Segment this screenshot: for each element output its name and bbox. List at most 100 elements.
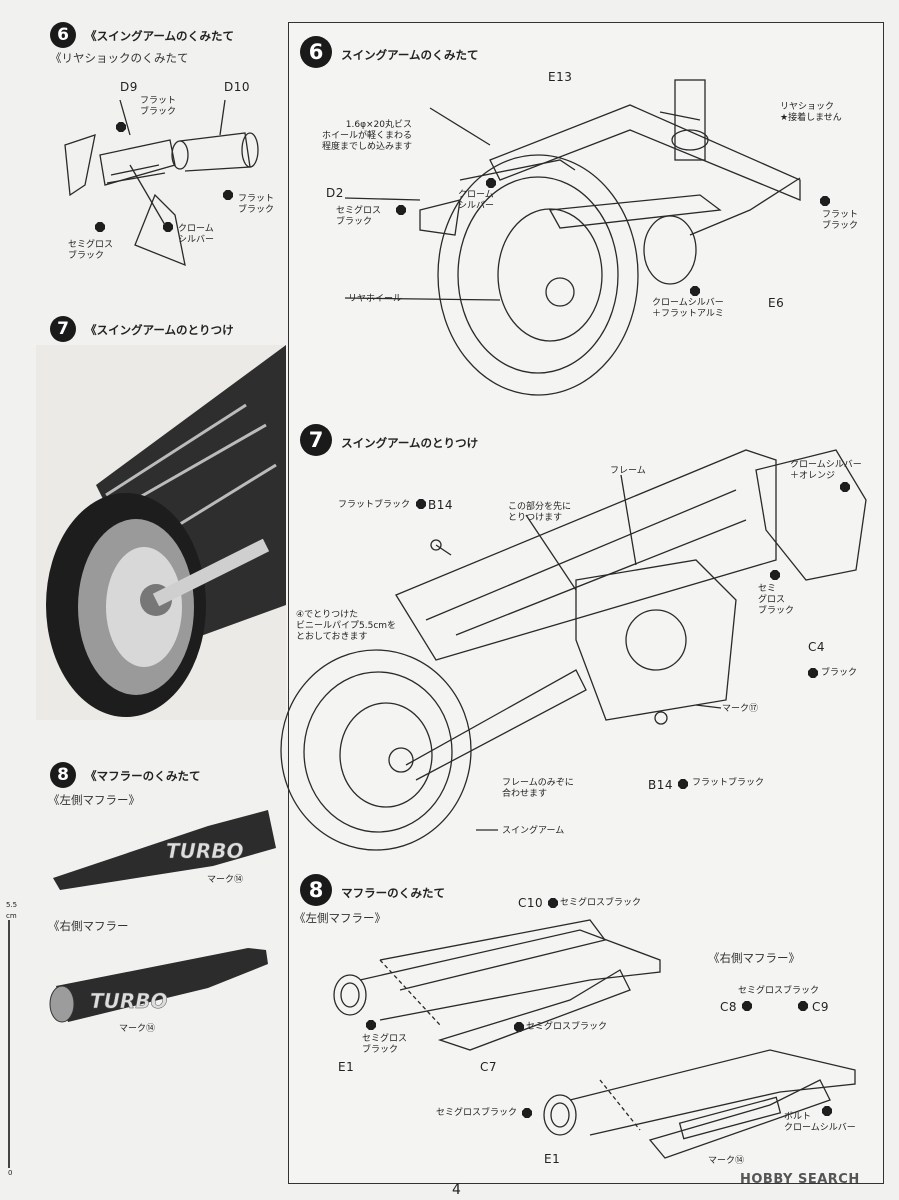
b14-top-color: フラットブラック bbox=[338, 500, 411, 510]
muffler-turbo-text-a: TURBO bbox=[166, 839, 244, 863]
panel-step6-header: 6 スイングアームのくみたて bbox=[300, 36, 479, 68]
panel-step6-number: 6 bbox=[300, 36, 332, 68]
left-step6-title: 《スイングアームのくみたて bbox=[85, 29, 235, 43]
paint-swatch bbox=[116, 122, 126, 132]
part-e6-label: E6 bbox=[768, 296, 785, 310]
paint-swatch bbox=[548, 898, 558, 908]
swing-arm-photo bbox=[36, 345, 286, 720]
paint-swatch bbox=[486, 178, 496, 188]
b14-bottom-color: フラットブラック bbox=[692, 778, 765, 788]
part-c9-label: C9 bbox=[812, 1000, 830, 1014]
e1-color-label: セミグロス ブラック bbox=[362, 1034, 408, 1055]
ruler-line bbox=[8, 920, 10, 1168]
panel-step7-number: 7 bbox=[300, 424, 332, 456]
screw-note: 1.6φ×20丸ビス ホイールが軽くまわる 程度までしめ込みます bbox=[322, 120, 413, 152]
paint-swatch bbox=[690, 286, 700, 296]
paint-swatch bbox=[366, 1020, 376, 1030]
panel-step8-number: 8 bbox=[300, 874, 332, 906]
left-step6-subtitle: 《リヤショックのくみたて bbox=[50, 51, 189, 65]
label-chrome-silver-a: クローム シルバー bbox=[178, 224, 215, 245]
frame-label: フレーム bbox=[610, 466, 646, 476]
ruler-zero: 0 bbox=[8, 1169, 13, 1177]
paint-swatch bbox=[416, 499, 426, 509]
left-step7-title: 《スイングアームのとりつけ bbox=[85, 323, 234, 337]
part-b14-bottom-label: B14 bbox=[648, 778, 674, 792]
left-step8-header: 8 《マフラーのくみたて bbox=[50, 762, 201, 788]
panel-step8-header: 8 マフラーのくみたて bbox=[300, 874, 445, 906]
part-c7-label: C7 bbox=[480, 1060, 498, 1074]
label-semigloss-black-a: セミグロス ブラック bbox=[68, 240, 114, 261]
left-step6-header: 6 《スイングアームのくみたて bbox=[50, 22, 234, 48]
rear-wheel-label: リヤホイール bbox=[348, 294, 403, 304]
panel6-semigloss-label: セミグロス ブラック bbox=[336, 206, 382, 227]
left-muffler-mark: マーク⑭ bbox=[207, 875, 244, 885]
part-e13-label: E13 bbox=[548, 70, 573, 84]
part-d10-label: D10 bbox=[224, 80, 251, 94]
chrome-alu-label: クロームシルバー ＋フラットアルミ bbox=[652, 298, 724, 319]
rear-shock-drawing bbox=[64, 99, 259, 267]
ruler-label: 5.5 cm bbox=[6, 901, 18, 920]
vinyl-pipe-note: ④でとりつけた ビニールパイプ5.5cmを とおしておきます bbox=[296, 610, 397, 642]
part-d2-label: D2 bbox=[326, 186, 344, 200]
part-e1a-label: E1 bbox=[338, 1060, 355, 1074]
panel-step7-title: スイングアームのとりつけ bbox=[341, 435, 479, 450]
paint-swatch bbox=[798, 1001, 808, 1011]
muffler-turbo-text-b: TURBO bbox=[90, 989, 168, 1013]
part-c4-label: C4 bbox=[808, 640, 826, 654]
frame-assembly-drawing bbox=[280, 449, 867, 851]
paint-swatch bbox=[514, 1022, 524, 1032]
bolt-label: ボルト クロームシルバー bbox=[784, 1112, 856, 1133]
panel6-flat-black-label: フラット ブラック bbox=[822, 210, 859, 231]
chrome-orange-label: クロームシルバー ＋オレンジ bbox=[790, 460, 862, 481]
left-muffler-subtitle: 《左側マフラー》 bbox=[48, 793, 140, 807]
right-muffler-photo: TURBO bbox=[49, 948, 268, 1023]
panel-step6-title: スイングアームのくみたて bbox=[341, 47, 479, 62]
swing-arm-label: スイングアーム bbox=[502, 826, 565, 836]
left-step8-title: 《マフラーのくみたて bbox=[85, 769, 201, 783]
swing-arm-assembly-drawing bbox=[344, 79, 801, 396]
left-step6-number: 6 bbox=[50, 22, 76, 48]
paint-swatch bbox=[820, 196, 830, 206]
attach-first-note: この部分を先に とりつけます bbox=[508, 502, 572, 523]
frame-groove-note: フレームのみぞに 合わせます bbox=[502, 778, 574, 799]
panel-step7-header: 7 スイングアームのとりつけ bbox=[300, 424, 478, 456]
paint-swatch bbox=[808, 668, 818, 678]
c8-c9-color-label: セミグロスブラック bbox=[738, 986, 820, 996]
paint-swatch bbox=[822, 1106, 832, 1116]
paint-swatch bbox=[840, 482, 850, 492]
left-step7-header: 7 《スイングアームのとりつけ bbox=[50, 316, 234, 342]
paint-swatch bbox=[522, 1108, 532, 1118]
paint-swatch bbox=[678, 779, 688, 789]
mark17-label: マーク⑰ bbox=[722, 704, 759, 714]
semigloss-label-7: セミ グロス ブラック bbox=[758, 584, 795, 616]
rear-shock-note: リヤショック ★接着しません bbox=[780, 102, 842, 123]
left-step7-number: 7 bbox=[50, 316, 76, 342]
label-flat-black-b: フラット ブラック bbox=[238, 194, 275, 215]
paint-swatch bbox=[770, 570, 780, 580]
page-number: 4 bbox=[452, 1182, 461, 1198]
right-muffler-subtitle-left: 《右側マフラー bbox=[48, 919, 129, 933]
part-c8-label: C8 bbox=[720, 1000, 738, 1014]
c4-color-label: ブラック bbox=[821, 668, 858, 678]
paint-swatch bbox=[163, 222, 173, 232]
muffler-assembly-drawing bbox=[333, 919, 856, 1159]
part-e1b-label: E1 bbox=[544, 1152, 561, 1166]
panel-step8-title: マフラーのくみたて bbox=[341, 885, 446, 900]
label-flat-black-a: フラット ブラック bbox=[140, 96, 177, 117]
watermark: HOBBY SEARCH bbox=[740, 1172, 860, 1187]
e1b-color-label: セミグロスブラック bbox=[436, 1108, 518, 1118]
panel-mark14-label: マーク⑭ bbox=[708, 1156, 745, 1166]
panel6-chrome-label: クローム シルバー bbox=[458, 190, 495, 211]
part-b14-top-label: B14 bbox=[428, 498, 454, 512]
part-d9-label: D9 bbox=[120, 80, 138, 94]
left-step8-number: 8 bbox=[50, 762, 76, 788]
right-muffler-mark: マーク⑭ bbox=[119, 1024, 156, 1034]
paint-swatch bbox=[95, 222, 105, 232]
panel-right-muffler-subtitle: 《右側マフラー》 bbox=[708, 951, 800, 965]
paint-swatch bbox=[223, 190, 233, 200]
part-c10-label: C10 bbox=[518, 896, 544, 910]
panel-left-muffler-subtitle: 《左側マフラー》 bbox=[294, 911, 386, 925]
paint-swatch bbox=[396, 205, 406, 215]
c7-color-label: セミグロスブラック bbox=[526, 1022, 608, 1032]
c10-color-label: セミグロスブラック bbox=[560, 898, 642, 908]
